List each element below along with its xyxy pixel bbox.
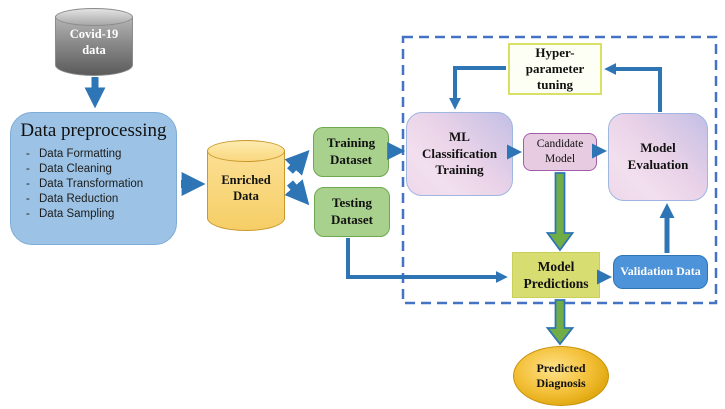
bullet-dash: - — [26, 162, 30, 175]
preprocessing-item-label: Data Transformation — [39, 178, 144, 191]
validation-data-node: Validation Data — [613, 255, 708, 289]
hyperparameter-tuning-label: Hyper- parameter tuning — [525, 44, 585, 93]
validation-data-label: Validation Data — [620, 264, 701, 279]
ml-classification-training-label: ML Classification Training — [421, 129, 498, 178]
candidate-model-node: Candidate Model — [523, 133, 597, 171]
model-predictions-label: Model Predictions — [523, 258, 589, 291]
arrow-enriched-to-testing — [284, 179, 310, 206]
bullet-dash: - — [26, 147, 30, 160]
predicted-diagnosis-label: Predicted Diagnosis — [536, 360, 586, 390]
hyperparameter-tuning-node: Hyper- parameter tuning — [508, 43, 602, 95]
model-predictions-node: Model Predictions — [512, 252, 600, 298]
preprocessing-item-label: Data Reduction — [39, 193, 119, 206]
cylinder-top-ellipse — [207, 140, 285, 162]
enriched-data-cylinder: Enriched Data — [207, 140, 285, 231]
enriched-data-label: Enriched Data — [221, 173, 271, 204]
preprocessing-item: - Data Cleaning — [11, 162, 176, 177]
arrow-testing-to-predictions — [346, 238, 508, 283]
cylinder-body — [207, 151, 285, 231]
predicted-diagnosis-node: Predicted Diagnosis — [513, 346, 609, 406]
covid-data-label: Covid-19 data — [69, 27, 119, 58]
ml-classification-training-node: ML Classification Training — [406, 112, 513, 196]
arrow-enriched-to-training — [284, 149, 310, 176]
preprocessing-item-label: Data Cleaning — [39, 162, 112, 175]
cylinder-top-ellipse — [55, 8, 133, 26]
cylinder-body — [55, 17, 133, 76]
data-preprocessing-title: Data preprocessing — [20, 120, 167, 141]
model-evaluation-label: Model Evaluation — [627, 140, 689, 172]
candidate-model-label: Candidate Model — [536, 138, 584, 165]
testing-dataset-label: Testing Dataset — [331, 195, 373, 227]
covid-data-cylinder: Covid-19 data — [55, 8, 133, 76]
arrow-evaluation-to-hyperparameter — [604, 63, 662, 112]
data-preprocessing-node: Data preprocessing - Data Formatting - D… — [10, 112, 177, 245]
training-dataset-label: Training Dataset — [326, 135, 376, 167]
green-arrow-candidate-to-predictions — [545, 172, 575, 252]
preprocessing-item: - Data Formatting — [11, 147, 176, 162]
preprocessing-item: - Data Reduction — [11, 192, 176, 207]
training-dataset-node: Training Dataset — [313, 127, 389, 177]
bullet-dash: - — [26, 178, 30, 191]
model-evaluation-node: Model Evaluation — [608, 113, 708, 201]
green-arrow-predictions-to-diagnosis — [545, 299, 575, 346]
testing-dataset-node: Testing Dataset — [314, 187, 390, 237]
bullet-dash: - — [26, 193, 30, 206]
preprocessing-item-label: Data Formatting — [39, 147, 122, 160]
arrow-hyperparameter-to-ml — [449, 66, 506, 110]
preprocessing-item: - Data Transformation — [11, 177, 176, 192]
preprocessing-item: - Data Sampling — [11, 207, 176, 222]
preprocessing-item-label: Data Sampling — [39, 208, 115, 221]
bullet-dash: - — [26, 208, 30, 221]
